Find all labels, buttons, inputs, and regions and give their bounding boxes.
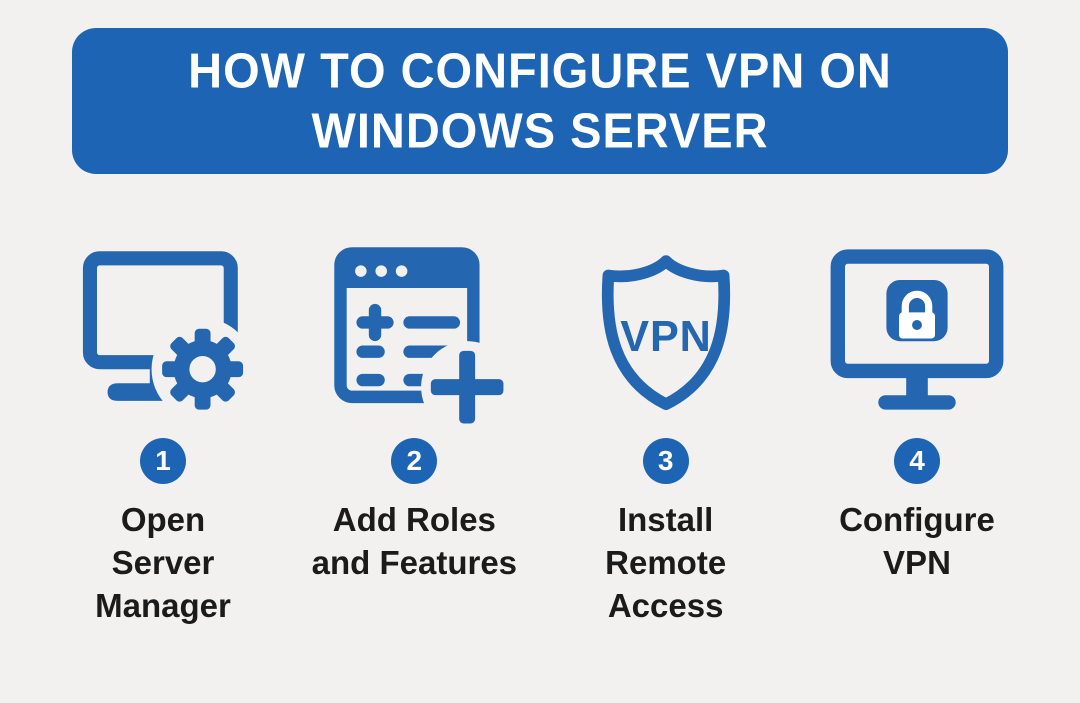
shield-vpn-text: VPN (620, 313, 712, 361)
monitor-lock-icon (812, 246, 1022, 422)
step-3-install-remote-access: VPN 3 Install Remote Access (547, 246, 785, 627)
vpn-shield-icon: VPN (561, 246, 771, 422)
step-4-configure-vpn: 4 Configure VPN (798, 246, 1036, 627)
infographic-background: { "colors": { "background": "#f2f1ef", "… (0, 28, 1080, 703)
title-banner: HOW TO CONFIGURE VPN ON WINDOWS SERVER (72, 28, 1008, 174)
step-number-badge: 1 (140, 438, 186, 484)
step-label: Install Remote Access (605, 501, 727, 624)
monitor-gear-icon (58, 246, 268, 422)
title-line-2: WINDOWS SERVER (311, 102, 769, 159)
step-number-badge: 2 (391, 438, 438, 484)
steps-row: 1 Open Server Manager (0, 246, 1080, 627)
step-2-add-roles-features: 2 Add Roles and Features (295, 246, 533, 627)
title-line-1: HOW TO CONFIGURE VPN ON (188, 42, 892, 99)
step-1-open-server-manager: 1 Open Server Manager (44, 246, 282, 627)
window-add-list-icon (309, 246, 519, 427)
step-number-badge: 3 (642, 438, 689, 484)
step-label: Open Server Manager (95, 501, 231, 624)
step-number-badge: 4 (893, 438, 940, 484)
step-label: Configure VPN (839, 501, 995, 581)
step-label: Add Roles and Features (311, 501, 518, 581)
